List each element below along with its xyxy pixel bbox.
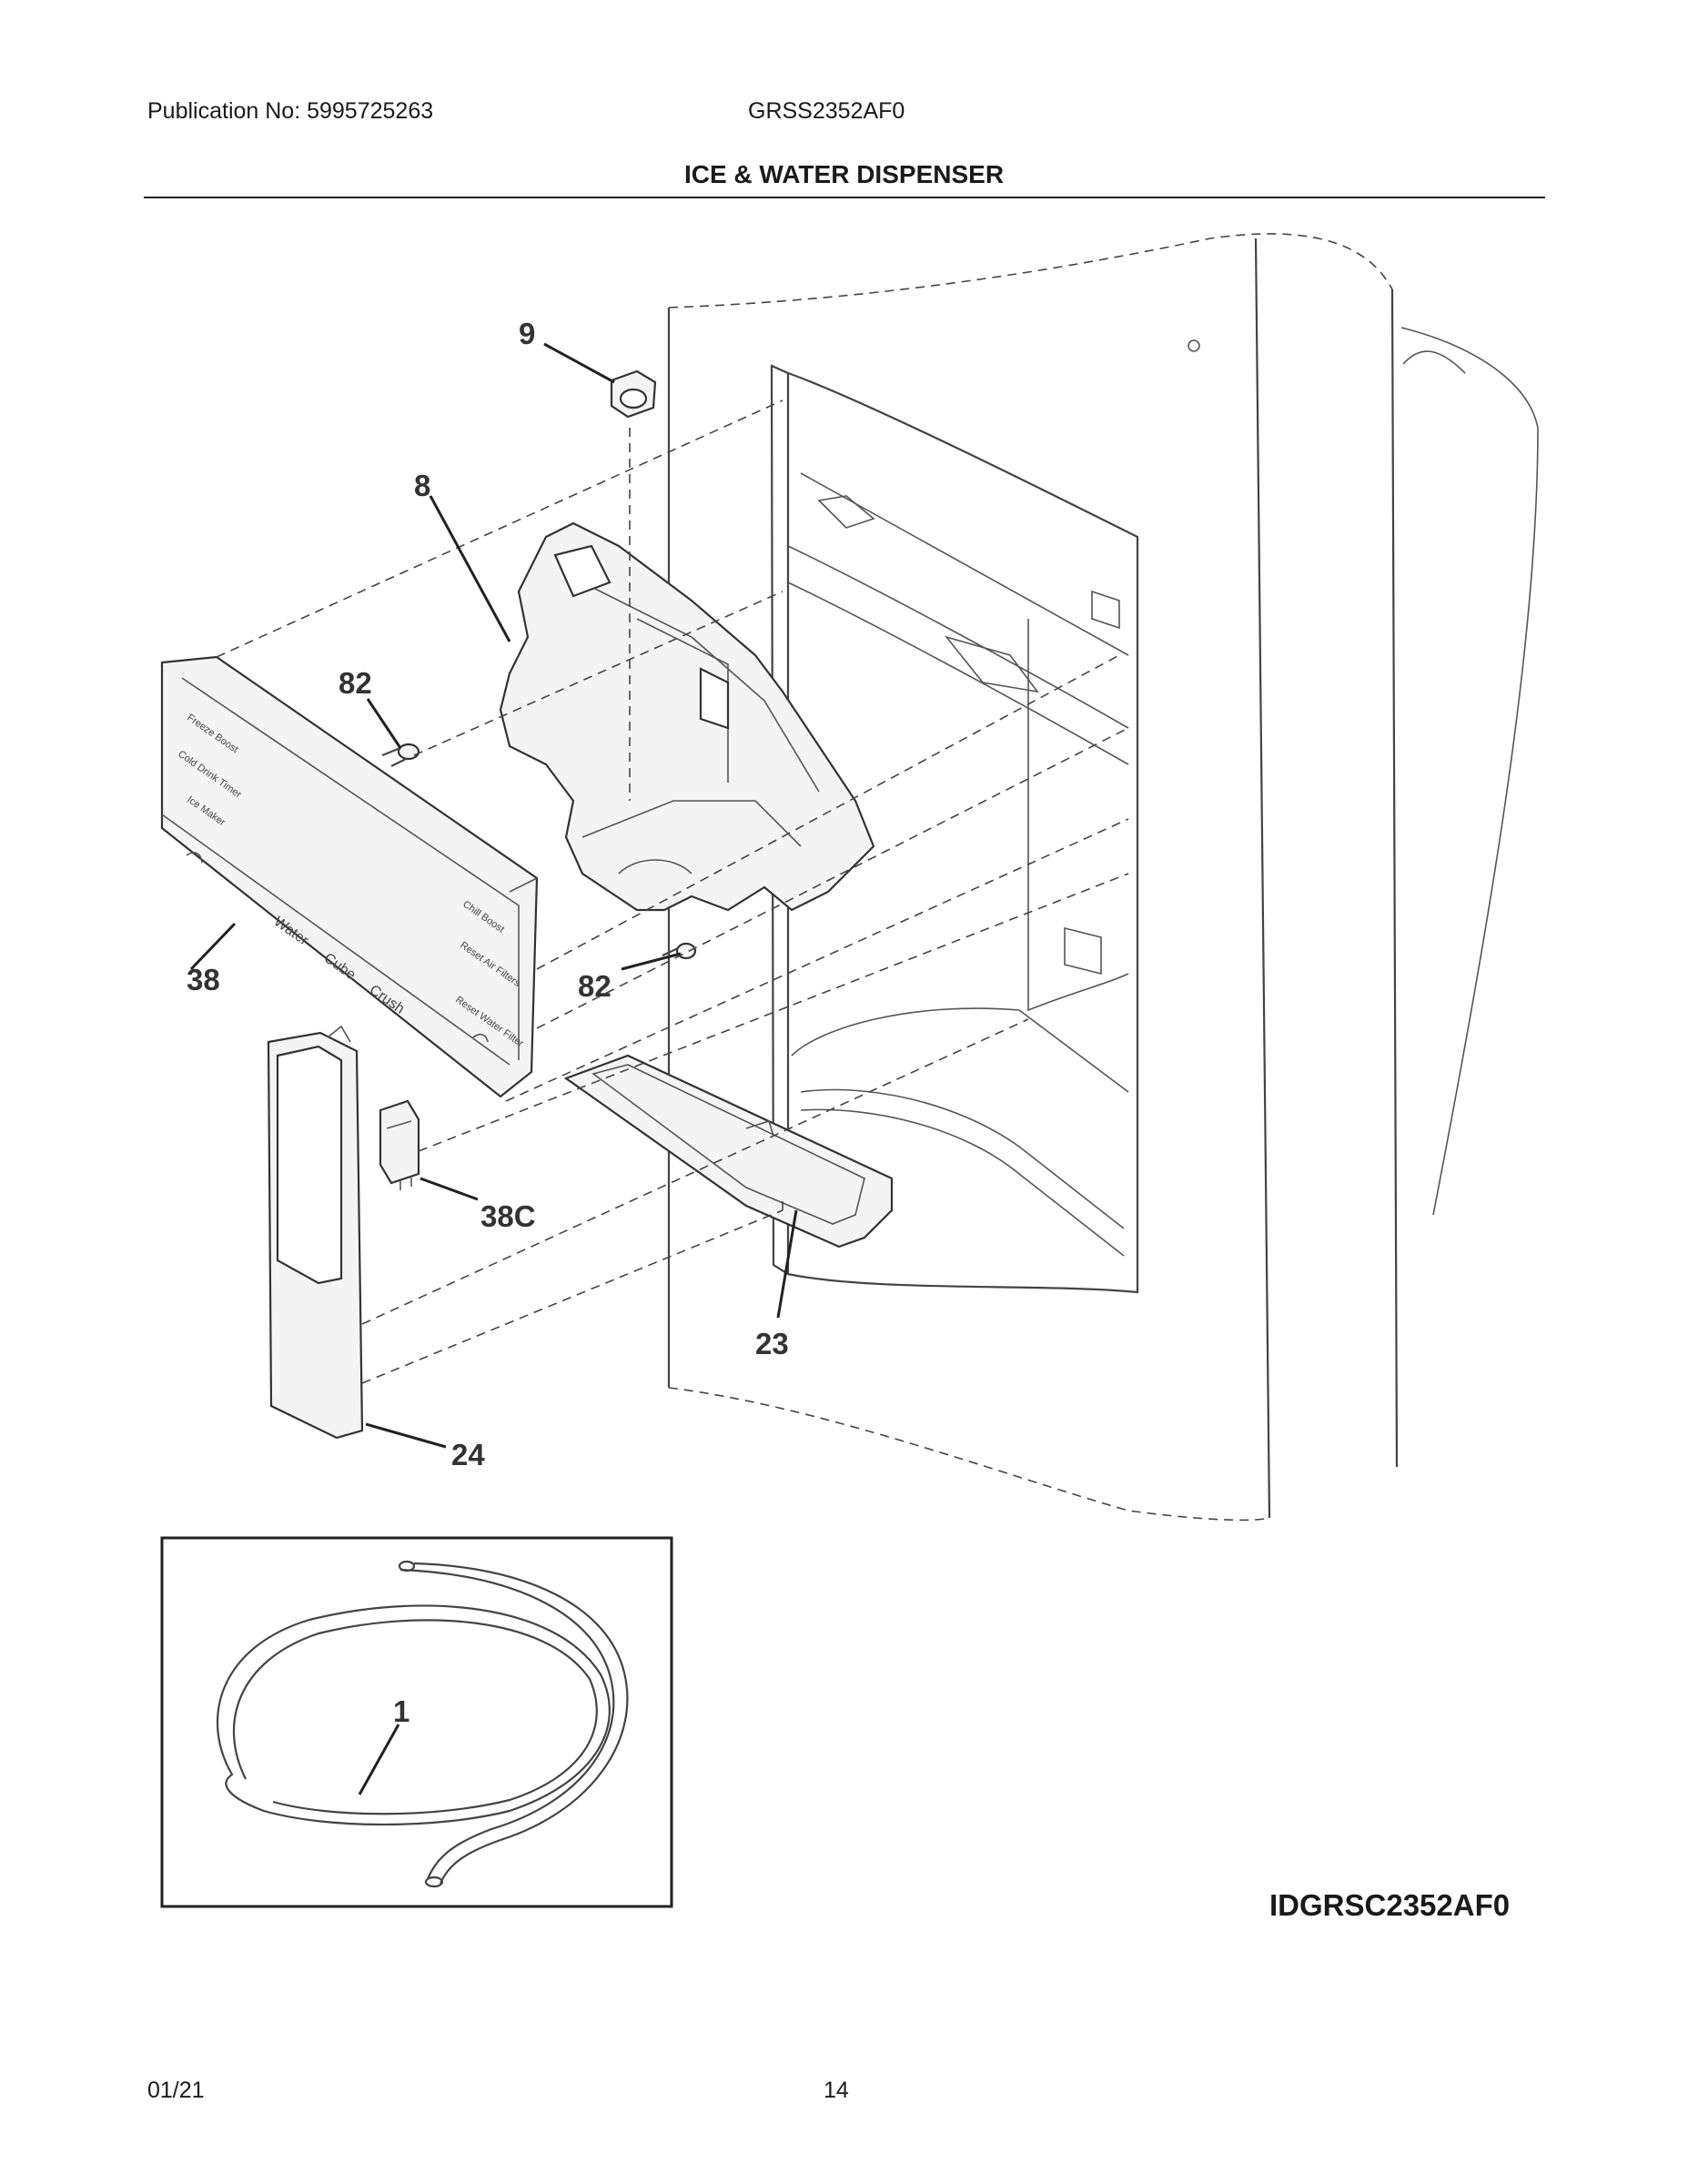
page-title: ICE & WATER DISPENSER	[683, 160, 1005, 188]
callout-82-upper: 82	[339, 666, 372, 700]
part-23-drip-tray	[563, 1054, 894, 1249]
title-rule	[144, 197, 1545, 198]
callout-38c: 38C	[480, 1199, 536, 1233]
callout-1: 1	[393, 1694, 409, 1728]
leader-lines	[189, 342, 798, 1795]
part-82-screw-upper	[381, 743, 420, 767]
part-38-control-panel	[160, 655, 539, 1098]
footer-date: 01/21	[147, 2078, 205, 2103]
projection-lines	[216, 399, 1129, 1384]
page-number: 14	[824, 2078, 849, 2103]
callout-24: 24	[451, 1438, 485, 1471]
part-8-dispenser-housing	[499, 521, 875, 912]
callout-38: 38	[187, 963, 220, 996]
publication-number: Publication No: 5995725263	[147, 98, 434, 124]
illustration-id: IDGRSC2352AF0	[1269, 1888, 1511, 1922]
callout-labels: 9 8 82 38 82 38C 23 24 1	[187, 317, 789, 1728]
part-1-tubing	[216, 1560, 629, 1888]
callout-82-lower: 82	[578, 969, 612, 1003]
tubing-inset-frame	[160, 1536, 673, 1908]
model-number: GRSS2352AF0	[748, 98, 905, 124]
part-38c-switch	[379, 1099, 420, 1190]
callout-23: 23	[755, 1327, 789, 1360]
callout-8: 8	[414, 469, 430, 502]
callout-9: 9	[519, 317, 535, 350]
part-9-plug	[610, 369, 657, 419]
part-24-dispenser-trim	[267, 1025, 364, 1440]
